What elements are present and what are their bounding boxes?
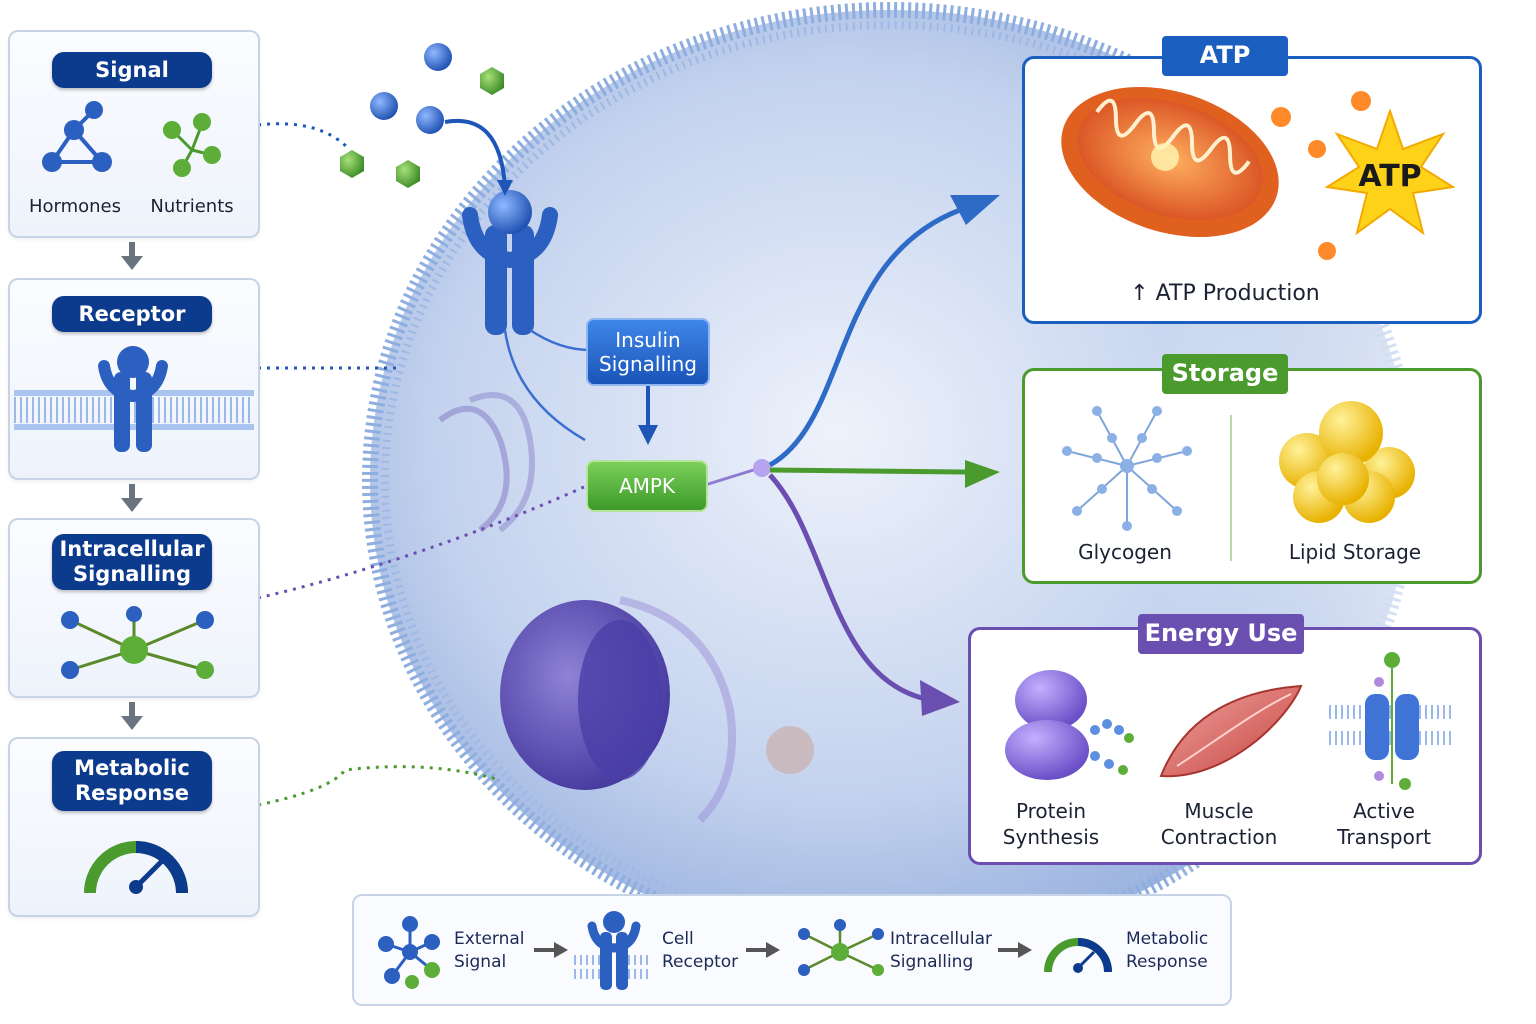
gauge-icon (84, 841, 188, 894)
external-signal-icon (378, 916, 440, 989)
mitochondrion-icon (1061, 86, 1279, 238)
hormone-molecule-icon (42, 101, 112, 172)
active-transport-icon (1329, 652, 1455, 790)
metabolic-gauge-icon (1044, 938, 1112, 973)
atp-title: ATP (1162, 36, 1288, 76)
signal-panel: Signal Hormones Nutrients (8, 30, 260, 238)
down-arrow-icon (121, 242, 143, 270)
cell-receptor-icon (574, 911, 652, 990)
protein-synthesis-icon (1005, 670, 1134, 780)
storage-title: Storage (1162, 354, 1288, 394)
nutrients-label: Nutrients (150, 196, 234, 217)
ampk-box: AMPK (586, 460, 708, 512)
storage-panel: Glycogen Lipid Storage (1022, 368, 1482, 584)
atp-burst-label: ATP (1358, 159, 1422, 194)
glycogen-label: Glycogen (1078, 540, 1172, 564)
arrow-right-icon (998, 942, 1032, 958)
signal-title: Signal (52, 52, 212, 88)
arrow-right-icon (534, 942, 568, 958)
lipid-droplets-icon (1279, 401, 1415, 523)
down-arrow-icon (121, 484, 143, 512)
hormones-label: Hormones (28, 196, 122, 217)
signalling-network-icon (61, 606, 214, 679)
atp-panel: ATP ↑ ATP Production (1022, 56, 1482, 324)
atp-production-label: ↑ ATP Production (1130, 281, 1320, 306)
membrane-receptor-icon (14, 346, 254, 452)
intracellular-signalling-icon (798, 919, 884, 976)
muscle-icon (1159, 684, 1303, 778)
atp-particles-icon (1271, 91, 1371, 260)
glycogen-icon (1062, 406, 1192, 531)
down-arrow-icon (121, 702, 143, 730)
storage-divider (1230, 415, 1232, 561)
atp-burst-icon (1325, 109, 1455, 236)
lipid-storage-label: Lipid Storage (1288, 540, 1422, 564)
energy-use-title: Energy Use (1138, 614, 1304, 654)
receptor-title: Receptor (52, 296, 212, 332)
arrow-right-icon (746, 942, 780, 958)
receptor-panel: Receptor (8, 278, 260, 480)
nutrient-molecule-icon (163, 113, 221, 177)
